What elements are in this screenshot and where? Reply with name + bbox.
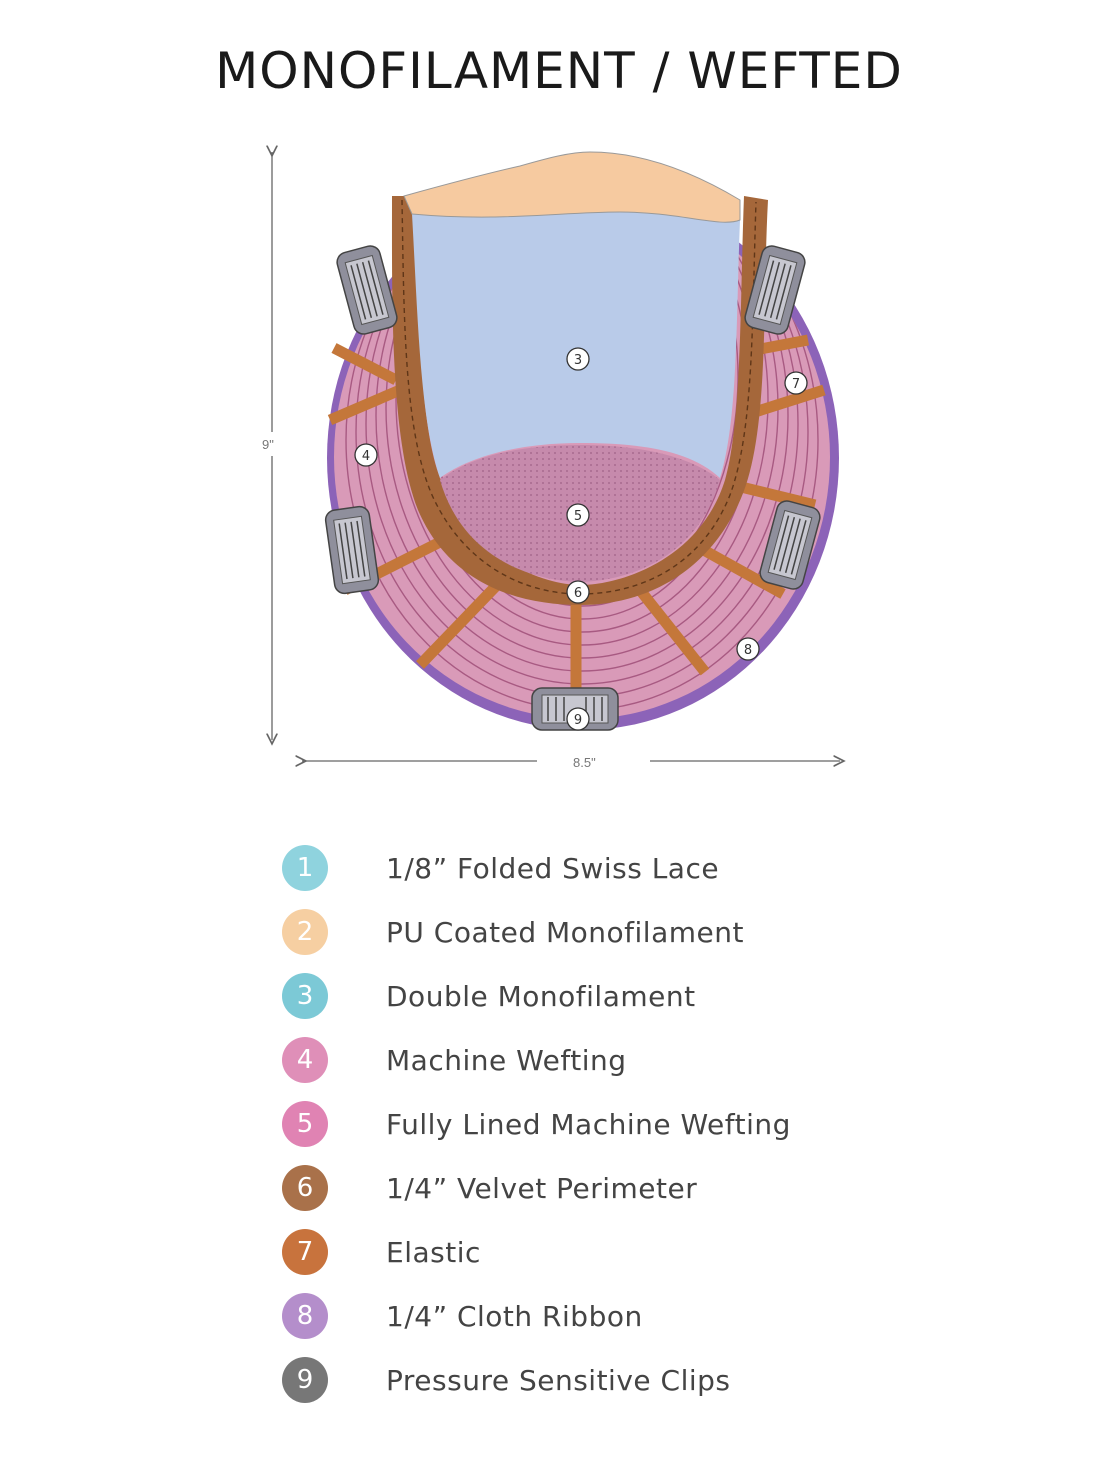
legend-item-1: 1 1/8” Folded Swiss Lace [282, 836, 922, 900]
marker-3: 3 [566, 347, 590, 371]
svg-text:7: 7 [792, 377, 800, 392]
legend-item-6: 6 1/4” Velvet Perimeter [282, 1156, 922, 1220]
legend-item-4: 4 Machine Wefting [282, 1028, 922, 1092]
legend-item-7: 7 Elastic [282, 1220, 922, 1284]
legend-label-7: Elastic [386, 1235, 481, 1269]
legend: 1 1/8” Folded Swiss Lace 2 PU Coated Mon… [282, 836, 922, 1412]
legend-label-8: 1/4” Cloth Ribbon [386, 1299, 643, 1333]
pu-coated-front [403, 151, 741, 223]
page-title: MONOFILAMENT / WEFTED [215, 42, 903, 100]
legend-number-8: 8 [282, 1293, 328, 1339]
marker-8: 8 [736, 637, 760, 661]
legend-number-5: 5 [282, 1101, 328, 1147]
legend-label-5: Fully Lined Machine Wefting [386, 1107, 791, 1141]
legend-label-3: Double Monofilament [386, 979, 696, 1013]
legend-number-6: 6 [282, 1165, 328, 1211]
legend-number-7: 7 [282, 1229, 328, 1275]
legend-label-6: 1/4” Velvet Perimeter [386, 1171, 698, 1205]
svg-text:5: 5 [574, 509, 582, 524]
clip-lower-left [324, 505, 380, 595]
marker-7: 7 [784, 371, 808, 395]
legend-label-9: Pressure Sensitive Clips [386, 1363, 731, 1397]
svg-text:8: 8 [744, 643, 752, 658]
svg-text:4: 4 [362, 449, 370, 464]
clip-lower-right [759, 500, 821, 590]
svg-text:3: 3 [574, 353, 582, 368]
double-monofilament [412, 212, 740, 478]
clip-upper-right [744, 245, 806, 335]
clip-upper-left [336, 245, 398, 335]
legend-item-8: 8 1/4” Cloth Ribbon [282, 1284, 922, 1348]
legend-number-9: 9 [282, 1357, 328, 1403]
marker-4: 4 [354, 443, 378, 467]
marker-9: 9 [566, 707, 590, 731]
height-dimension: 9" [256, 152, 290, 740]
legend-number-1: 1 [282, 845, 328, 891]
hairpiece-base-diagram: 9" 8.5" [256, 0, 1118, 770]
legend-number-2: 2 [282, 909, 328, 955]
legend-number-4: 4 [282, 1037, 328, 1083]
width-label: 8.5" [573, 755, 596, 770]
width-dimension: 8.5" [302, 755, 840, 770]
legend-label-4: Machine Wefting [386, 1043, 627, 1077]
svg-text:9: 9 [574, 713, 582, 728]
legend-label-1: 1/8” Folded Swiss Lace [386, 851, 720, 885]
legend-item-3: 3 Double Monofilament [282, 964, 922, 1028]
legend-number-3: 3 [282, 973, 328, 1019]
legend-item-2: 2 PU Coated Monofilament [282, 900, 922, 964]
legend-item-5: 5 Fully Lined Machine Wefting [282, 1092, 922, 1156]
legend-label-2: PU Coated Monofilament [386, 915, 744, 949]
svg-text:6: 6 [574, 586, 582, 601]
marker-6: 6 [566, 580, 590, 604]
marker-5: 5 [566, 503, 590, 527]
legend-item-9: 9 Pressure Sensitive Clips [282, 1348, 922, 1412]
height-label: 9" [262, 437, 274, 452]
